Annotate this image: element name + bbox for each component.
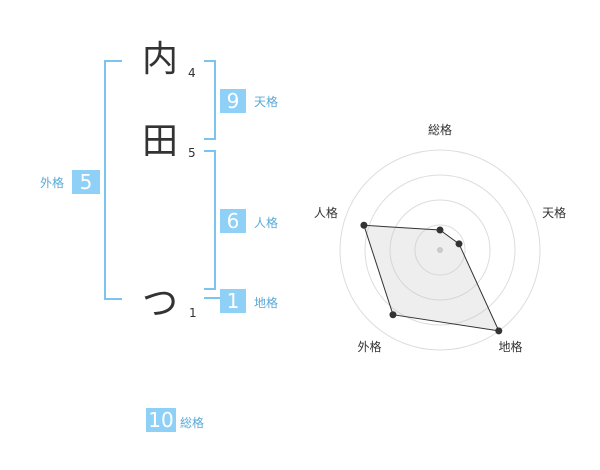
radar-polygon — [363, 224, 500, 332]
radar-axis-label-3: 地格 — [499, 339, 523, 354]
name-char-1: 内 — [141, 39, 178, 80]
radar-ring-4 — [339, 149, 541, 351]
gaikaku-bracket — [104, 60, 122, 300]
chikaku-value: 1 — [220, 289, 246, 313]
radar-point-5 — [360, 221, 368, 229]
radar-axis-label-5: 人格 — [314, 205, 338, 220]
stroke-count-2: 5 — [188, 146, 196, 160]
radar-axis-label-1: 総格 — [428, 122, 452, 137]
tenkaku-label: 天格 — [254, 95, 279, 109]
gaikaku-label: 外格 — [40, 176, 65, 190]
tenkaku-value: 9 — [220, 89, 246, 113]
stroke-count-3: 1 — [189, 306, 197, 320]
radar-axis-label-4: 外格 — [357, 339, 381, 354]
name-char-2: 田 — [141, 121, 178, 162]
radar-ring-1 — [414, 224, 466, 276]
soukaku-label: 総格 — [180, 416, 205, 430]
radar-point-3 — [495, 327, 503, 335]
name-char-3: つ — [141, 283, 178, 324]
radar-point-4 — [389, 311, 397, 319]
chikaku-bracket — [204, 297, 220, 299]
radar-ring-3 — [364, 174, 516, 326]
jinkaku-bracket — [204, 150, 216, 290]
chikaku-label: 地格 — [254, 296, 279, 310]
radar-point-2 — [455, 240, 463, 248]
stroke-count-1: 4 — [188, 66, 196, 80]
tenkaku-bracket — [204, 60, 216, 140]
jinkaku-label: 人格 — [254, 216, 279, 230]
radar-point-1 — [436, 226, 444, 234]
radar-ring-2 — [389, 199, 491, 301]
radar-center-dot — [437, 247, 443, 253]
soukaku-value: 10 — [146, 408, 176, 432]
gaikaku-value: 5 — [72, 170, 100, 194]
radar-axis-label-2: 天格 — [542, 205, 566, 220]
jinkaku-value: 6 — [220, 209, 246, 233]
